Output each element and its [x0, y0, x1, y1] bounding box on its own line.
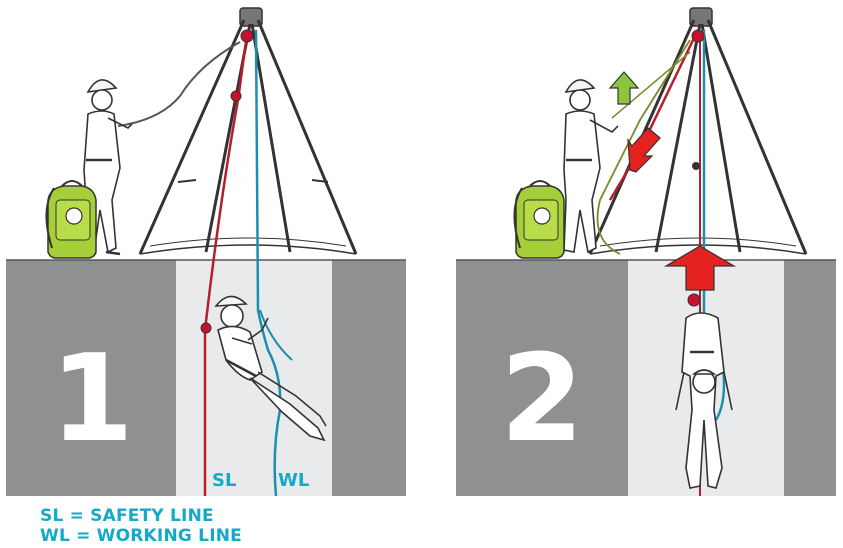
safety-device-top: [241, 30, 253, 42]
tripod-icon: [590, 8, 806, 254]
safety-device: [201, 323, 211, 333]
rescue-bag-icon: [514, 181, 564, 258]
safety-line-label: SL: [212, 470, 236, 491]
panel-1: 1: [6, 8, 406, 496]
rescue-bag-icon: [46, 181, 96, 258]
panel-2: 2: [456, 8, 836, 496]
tripod-icon: [140, 8, 356, 254]
legend-working-line: WL = WORKING LINE: [40, 526, 242, 546]
person-icon: [564, 80, 618, 252]
wall-right: [332, 260, 406, 496]
wall-right: [784, 260, 836, 496]
safety-device: [688, 294, 700, 306]
legend-safety-line: SL = SAFETY LINE: [40, 506, 214, 526]
working-line-label: WL: [278, 470, 309, 491]
panel-number: 2: [500, 330, 584, 469]
panel-number: 1: [50, 330, 134, 469]
